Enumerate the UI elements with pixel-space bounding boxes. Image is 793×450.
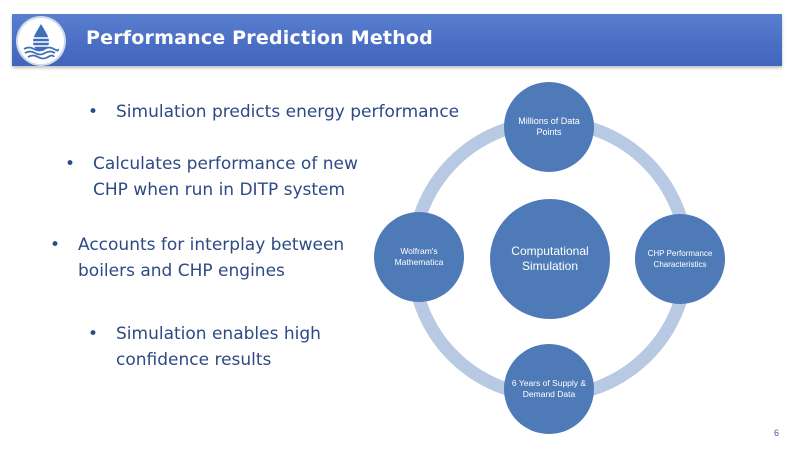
- bullet-text: Calculates performance of new CHP when r…: [93, 154, 358, 200]
- cycle-diagram: Computational Simulation Millions of Dat…: [370, 82, 726, 438]
- bullet-dot: •: [50, 235, 61, 255]
- bullet-text: Simulation enables high confidence resul…: [116, 324, 321, 370]
- top-node: Millions of Data Points: [504, 82, 594, 172]
- page-number: 6: [773, 428, 779, 438]
- slide-title: Performance Prediction Method: [86, 27, 433, 49]
- bottom-node-label: 6 Years of Supply & Demand Data: [511, 378, 587, 399]
- bullet-text: Accounts for interplay between boilers a…: [78, 235, 345, 281]
- logo: [18, 18, 64, 64]
- title-bar: [12, 14, 782, 66]
- bottom-node: 6 Years of Supply & Demand Data: [504, 344, 594, 434]
- top-node-label: Millions of Data Points: [518, 116, 580, 137]
- right-node: CHP Performance Characteristics: [635, 214, 725, 304]
- bullet-1: • Simulation predicts energy performance: [88, 99, 496, 125]
- center-node-label: Computational Simulation: [511, 244, 589, 273]
- left-node-label: Wolfram's Mathematica: [394, 246, 444, 267]
- water-drop-logo-icon: [19, 19, 63, 63]
- right-node-label: CHP Performance Characteristics: [647, 249, 713, 269]
- bullet-dot: •: [65, 154, 76, 174]
- bullet-dot: •: [88, 102, 99, 122]
- bullet-2: • Calculates performance of new CHP when…: [65, 151, 393, 203]
- bullet-text: Simulation predicts energy performance: [116, 102, 460, 122]
- bullet-3: • Accounts for interplay between boilers…: [50, 232, 368, 284]
- center-node: Computational Simulation: [490, 199, 610, 319]
- bullet-4: • Simulation enables high confidence res…: [88, 321, 356, 373]
- bullet-dot: •: [88, 324, 99, 344]
- left-node: Wolfram's Mathematica: [374, 212, 464, 302]
